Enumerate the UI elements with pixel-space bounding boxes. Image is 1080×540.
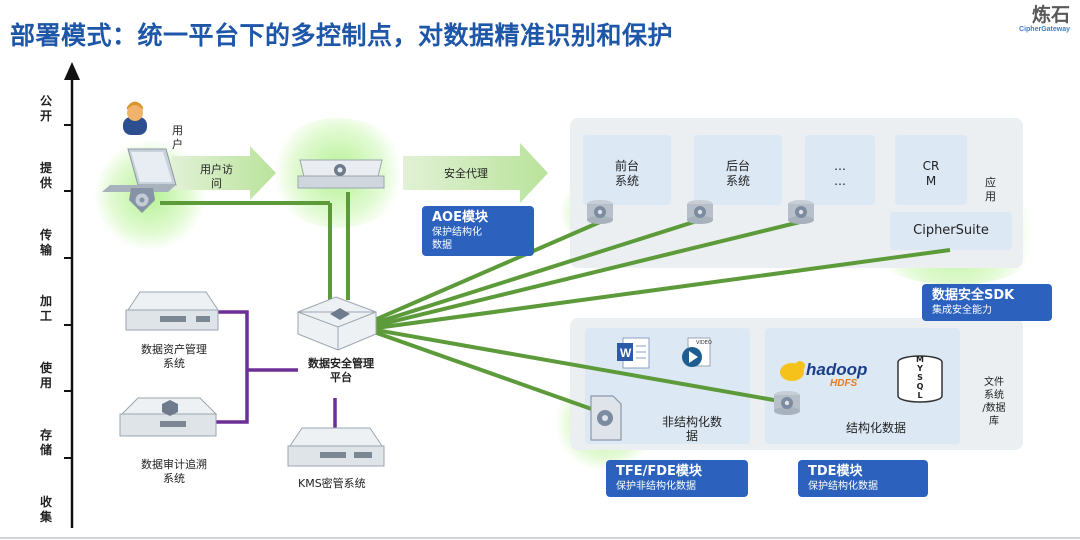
user-access-arrow (172, 146, 276, 200)
tde-subtitle: 保护结构化数据 (808, 481, 878, 492)
kms-server-icon (287, 427, 385, 467)
axis-label-collect: 收 集 (39, 495, 52, 524)
kms-system-label: KMS密管系统 (298, 477, 366, 490)
app-box-back: 后台 系统 (694, 135, 782, 205)
ciphersuite-label: CipherSuite (913, 223, 989, 238)
page-title: 部署模式：统一平台下的多控制点，对数据精准识别和保护 (10, 21, 674, 50)
hadoop-elephant-icon (780, 361, 805, 381)
asset-system-label: 数据资产管理 系统 (141, 343, 207, 370)
file-gear-icon-tfe (590, 395, 622, 441)
aoe-subtitle: 保护结构化 数据 (432, 227, 482, 251)
app-label-back: 后台 系统 (725, 159, 750, 188)
gateway-device-icon (297, 159, 385, 189)
video-file-icon (682, 337, 711, 367)
tfe-subtitle: 保护非结构化数据 (616, 481, 696, 492)
purple-connections (215, 310, 337, 428)
axis-label-public: 公 开 (39, 94, 52, 123)
axis-label-store: 存 储 (39, 428, 52, 457)
app-box-ellipsis: … … (805, 135, 875, 205)
platform-device-icon (297, 296, 377, 351)
proxy-arrow (403, 143, 548, 203)
app-label-front: 前台 系统 (614, 159, 639, 188)
app-label-crm: CR M (922, 159, 940, 188)
axis-ticks (64, 124, 72, 459)
video-tag-text: VIDEO (696, 340, 712, 346)
sdk-callout: 数据安全SDK 集成安全能力 (922, 284, 1052, 321)
app-group-label: 应 用 (985, 176, 996, 203)
tde-title: TDE模块 (808, 464, 863, 479)
company-logo: 炼石 CipherGateway (1019, 4, 1070, 33)
sdk-title: 数据安全SDK (932, 288, 1015, 303)
platform-label: 数据安全管理 平台 (308, 357, 374, 384)
structured-data-label: 结构化数据 (846, 421, 907, 435)
bottom-divider (0, 537, 1080, 539)
laptop-icon (102, 148, 177, 192)
tfe-title: TFE/FDE模块 (616, 464, 702, 479)
ciphersuite-box: CipherSuite (890, 212, 1012, 250)
hdfs-logo-text: HDFS (830, 378, 858, 389)
aoe-callout: AOE模块 保护结构化 数据 (422, 206, 534, 256)
db-gear-icon-front (587, 200, 613, 224)
user-label: 用 户 (172, 124, 183, 151)
axis-label-process: 加 工 (39, 294, 52, 323)
tfe-callout: TFE/FDE模块 保护非结构化数据 (606, 460, 748, 497)
logo-main-text: 炼石 (1031, 4, 1070, 26)
db-gear-icon-tde (774, 391, 800, 415)
axis-label-use: 使 用 (39, 361, 52, 390)
green-connections (160, 192, 951, 414)
hadoop-logo-text: hadoop (806, 360, 868, 379)
mysql-cylinder-icon (897, 355, 943, 403)
mysql-letters: M Y S Q L (916, 355, 924, 400)
app-label-ellipsis: … … (834, 159, 846, 188)
axis-label-provide: 提 供 (39, 161, 52, 190)
axis-arrow-head (64, 62, 80, 80)
db-gear-icon-back (687, 200, 713, 224)
user-person-icon (123, 101, 147, 135)
app-box-front: 前台 系统 (583, 135, 671, 205)
audit-system-label: 数据审计追溯 系统 (141, 458, 207, 485)
axis-label-transmit: 传 输 (39, 228, 52, 257)
storage-group-label: 文件 系统 /数据 库 (982, 377, 1006, 427)
logo-sub-text: CipherGateway (1019, 26, 1070, 33)
aoe-title: AOE模块 (432, 210, 488, 225)
asset-server-icon (125, 291, 219, 331)
gear-shield-laptop-icon (129, 188, 155, 213)
word-document-icon: W (617, 337, 650, 369)
svg-text:W: W (620, 346, 632, 360)
unstructured-data-label: 非结构化数 据 (661, 415, 722, 443)
db-gear-icon-other (788, 200, 814, 224)
proxy-label: 安全代理 (444, 167, 488, 180)
tde-callout: TDE模块 保护结构化数据 (798, 460, 928, 497)
app-box-crm: CR M (895, 135, 967, 205)
sdk-subtitle: 集成安全能力 (932, 305, 992, 316)
audit-server-icon (119, 397, 218, 437)
user-access-label: 用户访 问 (200, 163, 233, 190)
